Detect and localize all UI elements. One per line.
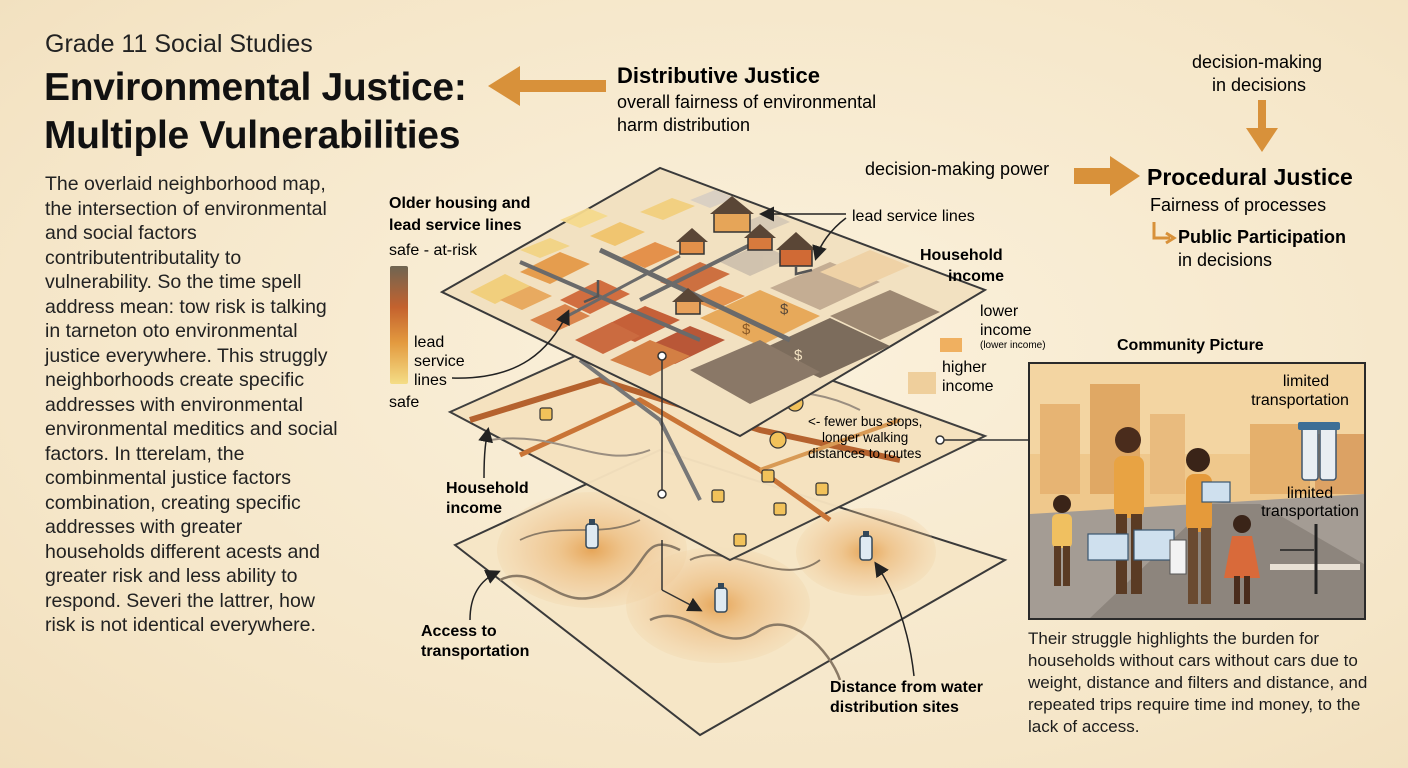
distributive-title: Distributive Justice bbox=[617, 63, 820, 88]
bus-note-1: <- fewer bus stops, bbox=[808, 414, 922, 429]
community-picture: limited transportation limited transport… bbox=[1028, 362, 1366, 620]
bus-note-3: distances to routes bbox=[808, 446, 922, 461]
bus-stop-icon bbox=[733, 533, 747, 547]
limited-transport-1b: transportation bbox=[1251, 392, 1349, 409]
dollar-mark: $ bbox=[780, 301, 789, 318]
lead-label-3: lines bbox=[414, 372, 447, 389]
older-housing-label: Older housing and bbox=[389, 195, 530, 212]
procedural-down-arrow bbox=[1246, 100, 1278, 152]
distributive-arrow bbox=[488, 66, 606, 106]
distributive-desc-1: overall fairness of environmental bbox=[617, 92, 876, 112]
house-icon bbox=[744, 224, 776, 251]
lower-income-note: (lower income) bbox=[980, 340, 1046, 351]
bus-stop-icon bbox=[815, 482, 829, 496]
community-caption: Their struggle highlights the burden for… bbox=[1028, 629, 1368, 736]
income-title-2: income bbox=[948, 268, 1004, 285]
dollar-icon bbox=[769, 431, 787, 449]
water-bottle-icon bbox=[859, 531, 873, 561]
procedural-right-arrow bbox=[1074, 156, 1140, 196]
lower-income-swatch bbox=[940, 338, 962, 352]
procedural-desc: Fairness of processes bbox=[1150, 195, 1326, 215]
risk-scale-bar bbox=[390, 266, 408, 384]
participation-arrow bbox=[1152, 222, 1170, 240]
procedural-title: Procedural Justice bbox=[1147, 164, 1353, 190]
lower-income-2: income bbox=[980, 322, 1032, 339]
lead-service-lines-label: lead service lines bbox=[852, 208, 975, 225]
house-icon bbox=[672, 288, 704, 315]
subtitle: Grade 11 Social Studies bbox=[45, 30, 313, 58]
scale-top-label: safe - at-risk bbox=[389, 242, 478, 259]
distributive-desc-2: harm distribution bbox=[617, 115, 750, 135]
water-label-2: distribution sites bbox=[830, 699, 959, 716]
water-filter-icon bbox=[1298, 422, 1340, 481]
water-layer bbox=[453, 448, 1008, 737]
limited-transport-1a: limited bbox=[1283, 373, 1329, 390]
water-bottle-icon bbox=[585, 519, 599, 549]
access-label-2: transportation bbox=[421, 643, 529, 660]
bus-stop-icon bbox=[711, 489, 725, 503]
community-title: Community Picture bbox=[1117, 337, 1264, 354]
dollar-mark: $ bbox=[794, 347, 803, 364]
higher-income-2: income bbox=[942, 378, 994, 395]
income-mid-2: income bbox=[446, 500, 502, 517]
income-mid-1: Household bbox=[446, 480, 529, 497]
water-bottle-icon bbox=[714, 583, 728, 613]
water-label-1: Distance from water bbox=[830, 679, 983, 696]
participation-desc: in decisions bbox=[1178, 250, 1272, 270]
access-label-1: Access to bbox=[421, 623, 497, 640]
title-line-2: Multiple Vulnerabilities bbox=[44, 114, 461, 157]
housing-layer bbox=[439, 166, 988, 438]
intro-paragraph: The overlaid neighborhood map, the inter… bbox=[45, 173, 338, 636]
limited-transport-2a: limited bbox=[1287, 485, 1333, 502]
procedural-top-1: decision-making bbox=[1192, 52, 1322, 72]
older-housing-label-2: lead service lines bbox=[389, 217, 522, 234]
page-title: Environmental Justice: Multiple Vulnerab… bbox=[44, 64, 514, 160]
decision-power-label: decision-making power bbox=[865, 159, 1049, 179]
income-title-1: Household bbox=[920, 247, 1003, 264]
higher-income-swatch bbox=[908, 372, 936, 394]
house-icon bbox=[710, 196, 754, 233]
higher-income-1: higher bbox=[942, 359, 987, 376]
scale-bottom-label: safe bbox=[389, 394, 419, 411]
title-line-1: Environmental Justice: bbox=[44, 66, 467, 109]
bus-stop-icon bbox=[761, 469, 775, 483]
lower-income-1: lower bbox=[980, 303, 1019, 320]
lead-label-2: service bbox=[414, 353, 465, 370]
family-figures bbox=[1052, 427, 1260, 604]
house-icon bbox=[676, 228, 708, 255]
participation-title: Public Participation bbox=[1178, 227, 1346, 247]
dollar-mark: $ bbox=[742, 321, 751, 338]
bus-note-2: longer walking bbox=[822, 430, 908, 445]
community-scene-illustration: limited transportation limited transport… bbox=[1030, 364, 1364, 618]
lead-label-1: lead bbox=[414, 334, 444, 351]
limited-transport-2b: transportation bbox=[1261, 503, 1359, 520]
procedural-top-2: in decisions bbox=[1212, 75, 1306, 95]
bus-stop-icon bbox=[773, 502, 787, 516]
house-icon bbox=[776, 232, 816, 267]
bus-stop-icon bbox=[539, 407, 553, 421]
